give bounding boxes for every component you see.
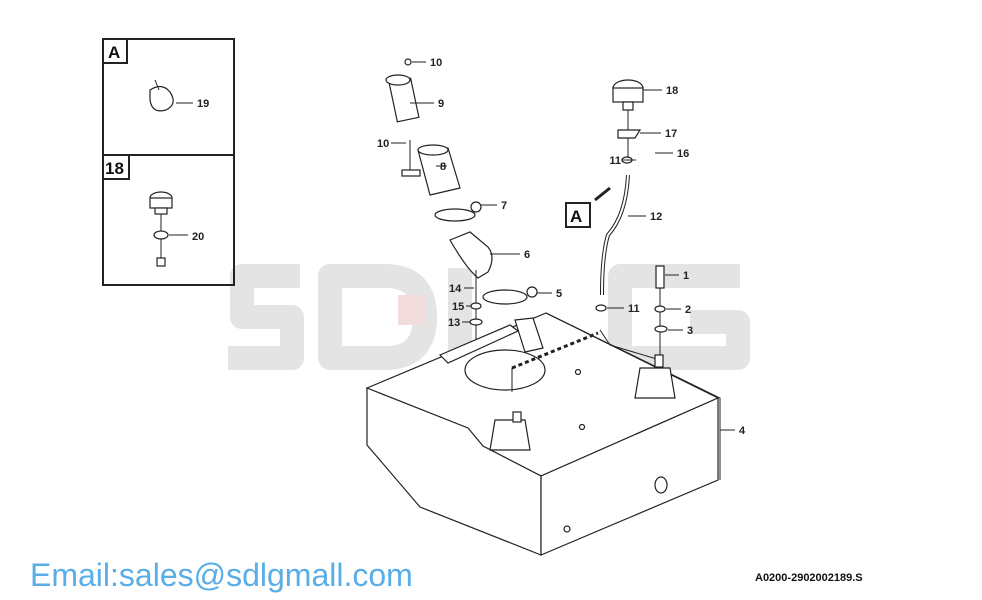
fuel-tank <box>365 312 721 556</box>
callout-16: 16 <box>677 148 689 160</box>
callout-11: 11 <box>628 303 640 315</box>
detail-tag: 18 <box>105 159 124 178</box>
callout-9: 9 <box>438 98 444 110</box>
email-watermark: Email:sales@sdlgmall.com <box>30 557 413 593</box>
callout-6: 6 <box>524 249 530 261</box>
filler-assembly <box>385 58 544 353</box>
callout-2: 2 <box>685 304 691 316</box>
view-marker-a: A <box>570 207 582 226</box>
callout-12: 12 <box>650 211 662 223</box>
drawing-code: A0200-2902002189.S <box>755 572 863 584</box>
callout-1: 1 <box>683 270 689 282</box>
callout-15: 15 <box>452 301 464 313</box>
callout-10: 10 <box>430 57 442 69</box>
detail-box-a: A 19 <box>102 38 235 156</box>
callout-11: 11 <box>609 155 621 167</box>
callout-5: 5 <box>556 288 562 300</box>
callout-4: 4 <box>739 425 746 437</box>
detail-tag: A <box>108 43 120 62</box>
callouts: 10 9 10 8 7 6 5 14 15 13 18 17 16 11 12 … <box>377 57 746 437</box>
detail-box-18: 18 20 <box>102 154 235 286</box>
callout-10: 10 <box>377 138 389 150</box>
callout-19: 19 <box>197 98 209 110</box>
callout-18: 18 <box>666 85 678 97</box>
callout-13: 13 <box>448 317 460 329</box>
callout-20: 20 <box>192 231 204 243</box>
callout-7: 7 <box>501 200 507 212</box>
callout-14: 14 <box>449 283 462 295</box>
callout-17: 17 <box>665 128 677 140</box>
callout-8: 8 <box>440 161 446 173</box>
callout-3: 3 <box>687 325 693 337</box>
